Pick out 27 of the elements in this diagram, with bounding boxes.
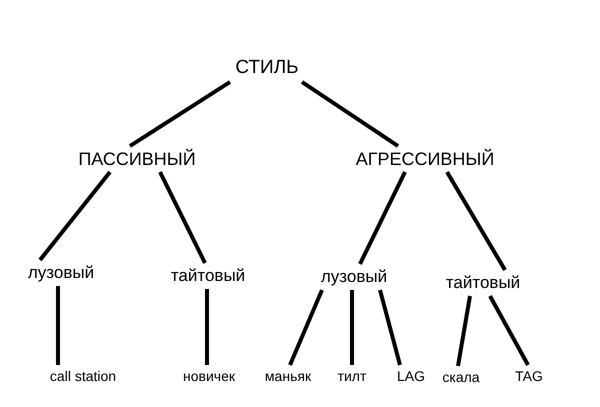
node-label: лузовый	[320, 267, 388, 287]
connector-line	[488, 295, 530, 366]
node-label: АГРЕССИВНЫЙ	[356, 148, 494, 170]
connector-line	[288, 289, 324, 366]
connector-line	[358, 171, 407, 265]
connector-line	[56, 286, 60, 365]
connector-line	[378, 289, 402, 366]
node-label: TAG	[515, 368, 543, 384]
connector-line	[158, 171, 207, 264]
connector-line	[445, 170, 507, 272]
node-label: LAG	[396, 368, 425, 384]
node-label: тайтовый	[446, 273, 520, 293]
node-label: call station	[50, 368, 116, 384]
node-label: СТИЛЬ	[235, 57, 299, 79]
connector-line	[38, 170, 112, 262]
node-label: новичек	[183, 368, 235, 384]
connector-line	[205, 289, 209, 365]
node-label: маньяк	[264, 368, 312, 384]
connector-line	[128, 80, 232, 148]
connector-line	[456, 296, 472, 366]
node-label: лузовый	[28, 263, 94, 283]
node-label: тайтовый	[170, 266, 246, 286]
node-label: ПАССИВНЫЙ	[78, 148, 196, 170]
node-label: тилт	[338, 368, 366, 384]
connector-line	[300, 80, 400, 148]
node-label: скала	[442, 369, 480, 385]
connector-line	[350, 290, 354, 365]
